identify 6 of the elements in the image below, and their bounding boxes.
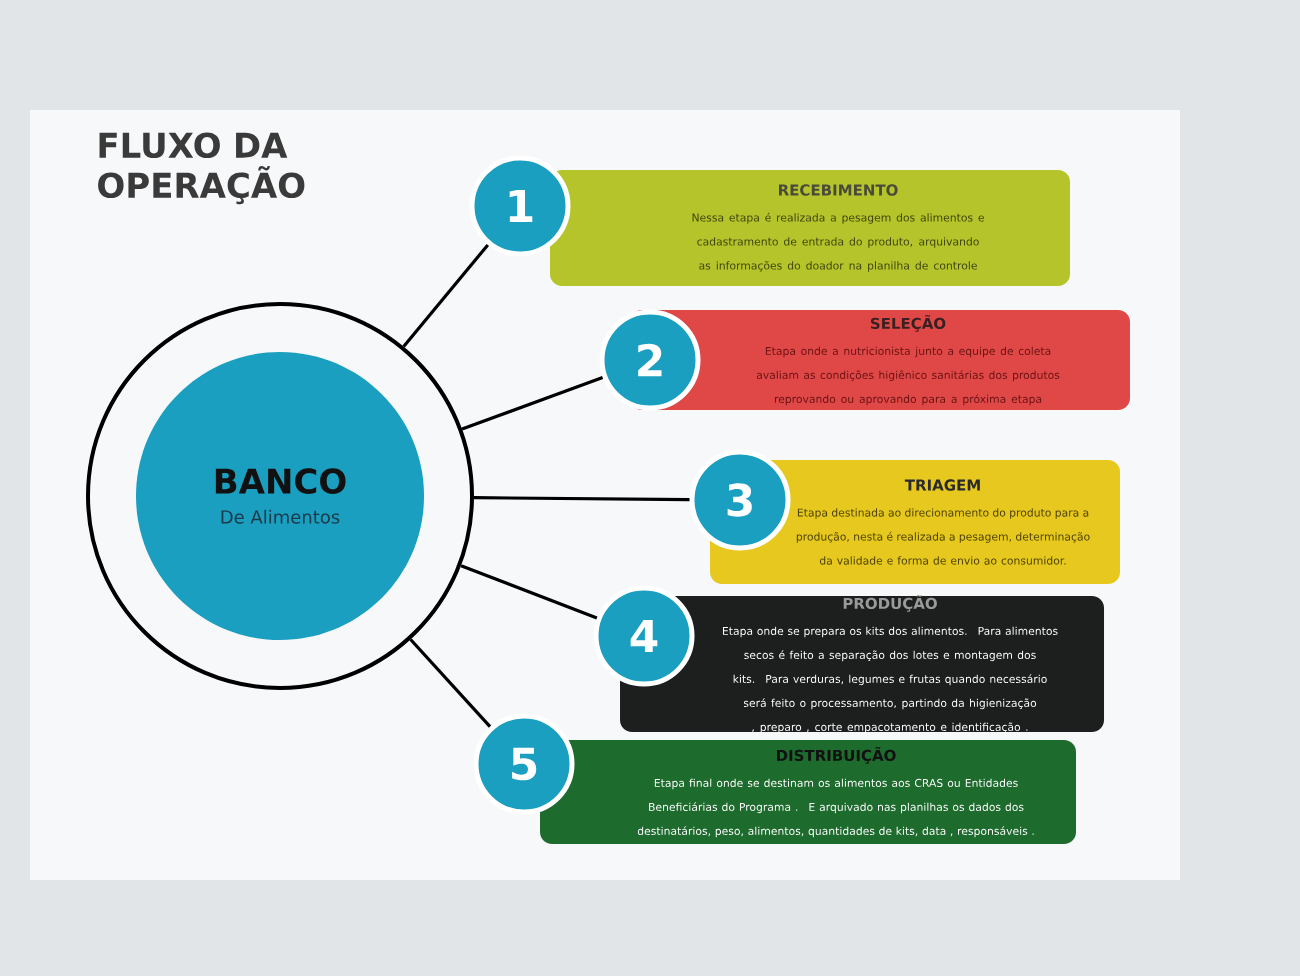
connector-line bbox=[461, 375, 604, 431]
connector-line bbox=[460, 564, 598, 620]
connector-line bbox=[402, 243, 490, 348]
connector-line bbox=[473, 496, 690, 502]
title: FLUXO DA OPERAÇÃO bbox=[98, 132, 305, 205]
connector-line bbox=[409, 638, 492, 728]
